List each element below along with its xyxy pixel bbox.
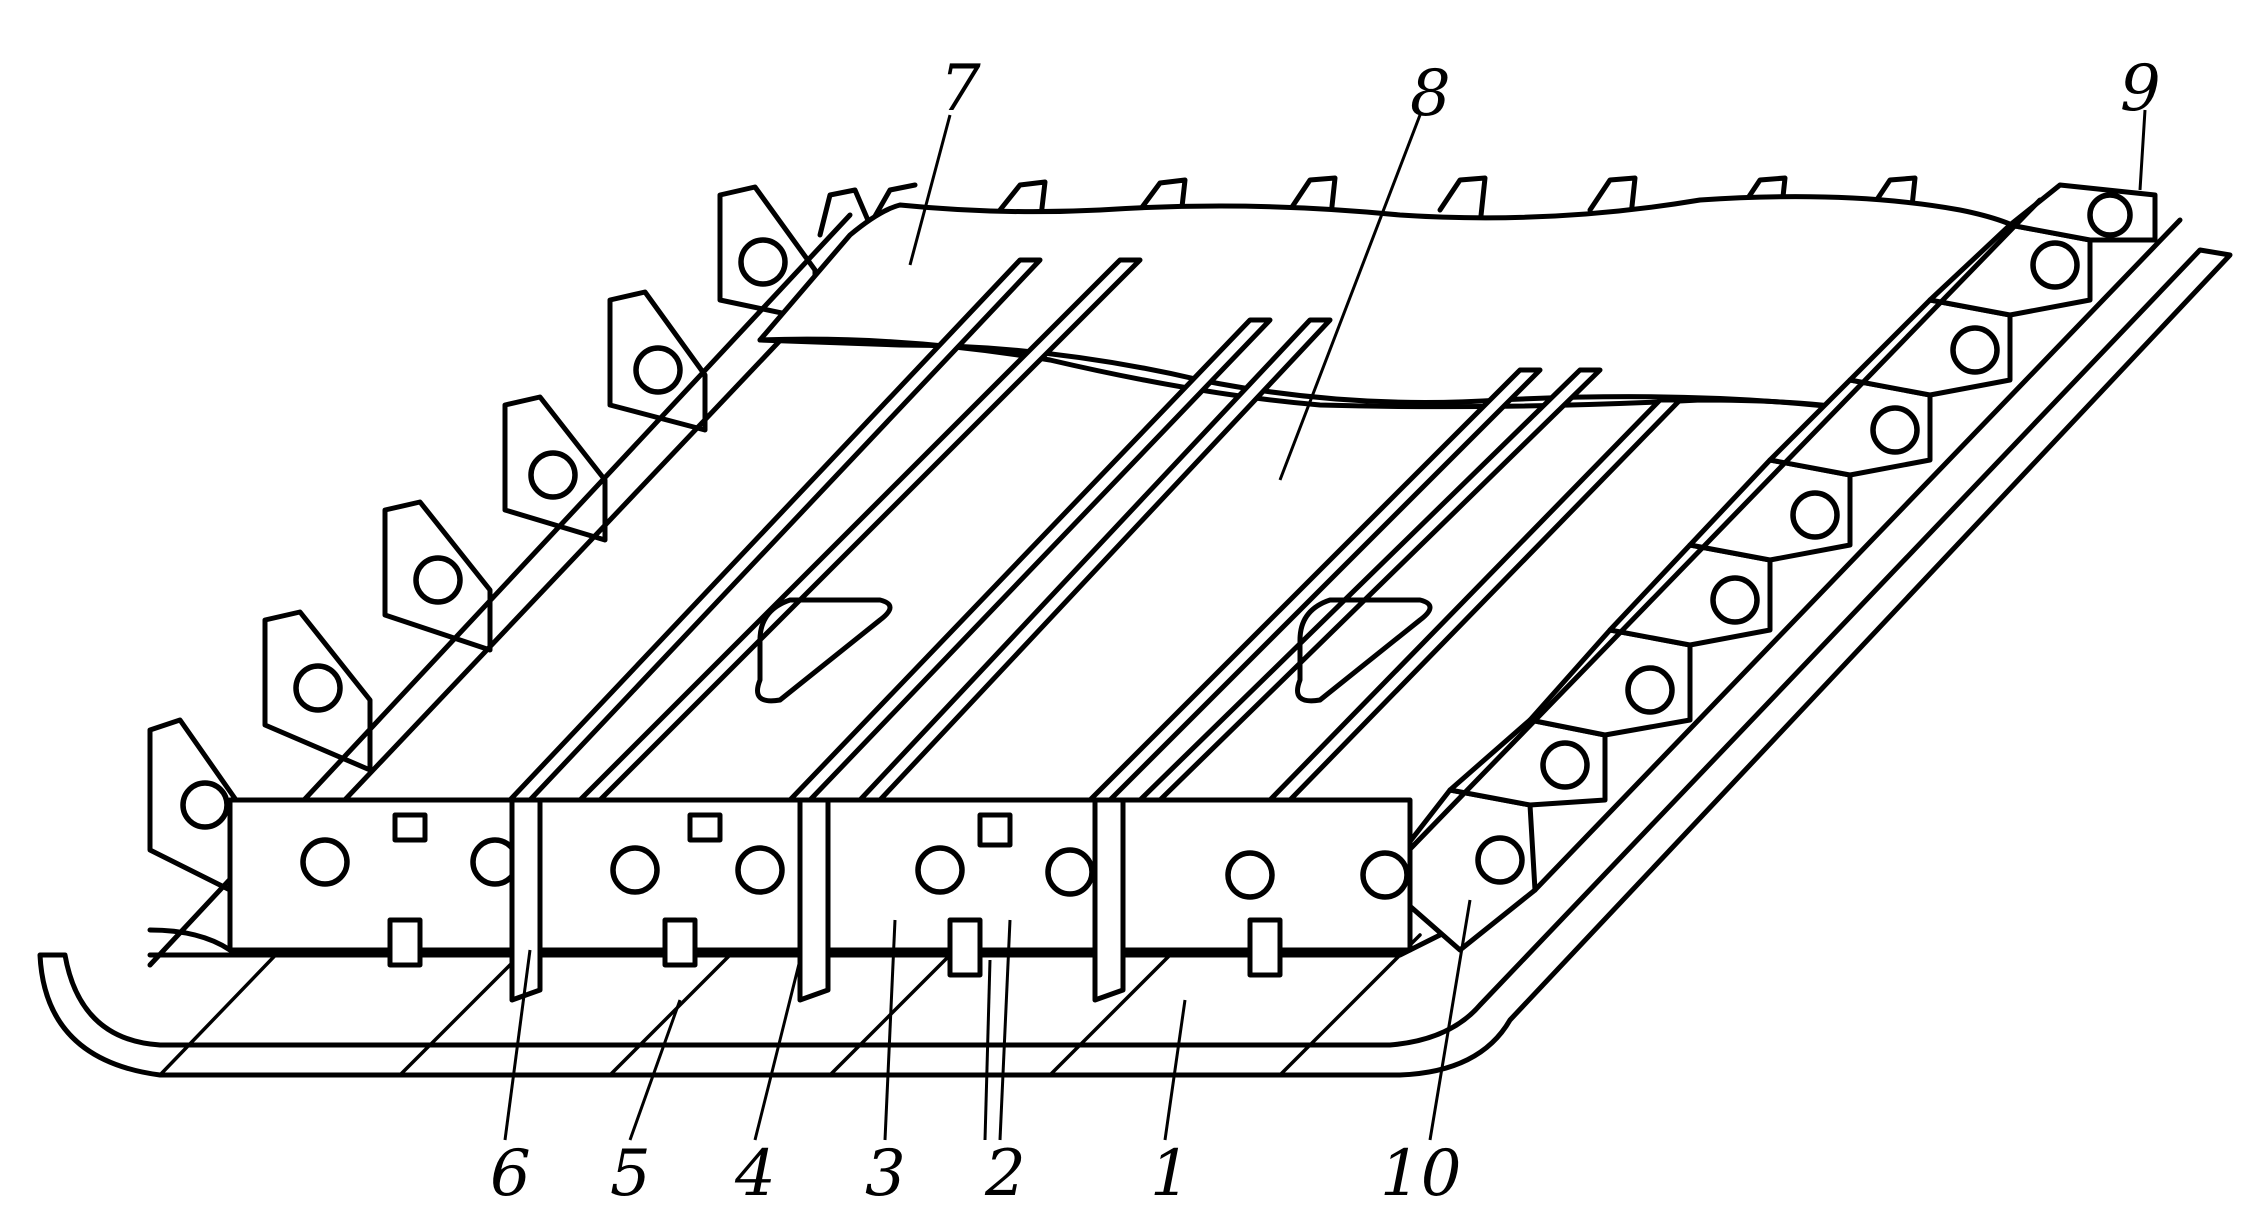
callout-labels: 7 8 9 6 5 4 3 2 1 10 [490, 52, 2161, 1209]
shell-hatching [158, 933, 1422, 1077]
label-9: 9 [2120, 52, 2161, 126]
leader-lines [503, 109, 2147, 1141]
left-side-brackets [147, 184, 883, 968]
bottom-shell-plate [37, 247, 2233, 1078]
label-1: 1 [1150, 1137, 1191, 1209]
inner-bottom-plating-cutaway [757, 194, 2033, 413]
label-4: 4 [734, 1137, 776, 1209]
label-2: 2 [984, 1137, 1026, 1209]
inner-floor-region [147, 927, 1443, 958]
label-6: 6 [490, 1137, 531, 1209]
right-side-brackets [1377, 182, 2183, 953]
top-edge-brackets [817, 175, 1918, 238]
label-7: 7 [940, 52, 981, 126]
label-10: 10 [1380, 1137, 1461, 1209]
label-3: 3 [865, 1137, 906, 1209]
small-lug-clips [387, 812, 1283, 978]
label-8: 8 [1410, 57, 1451, 131]
label-5: 5 [610, 1137, 651, 1209]
longitudinal-stiffeners [507, 257, 1683, 1003]
